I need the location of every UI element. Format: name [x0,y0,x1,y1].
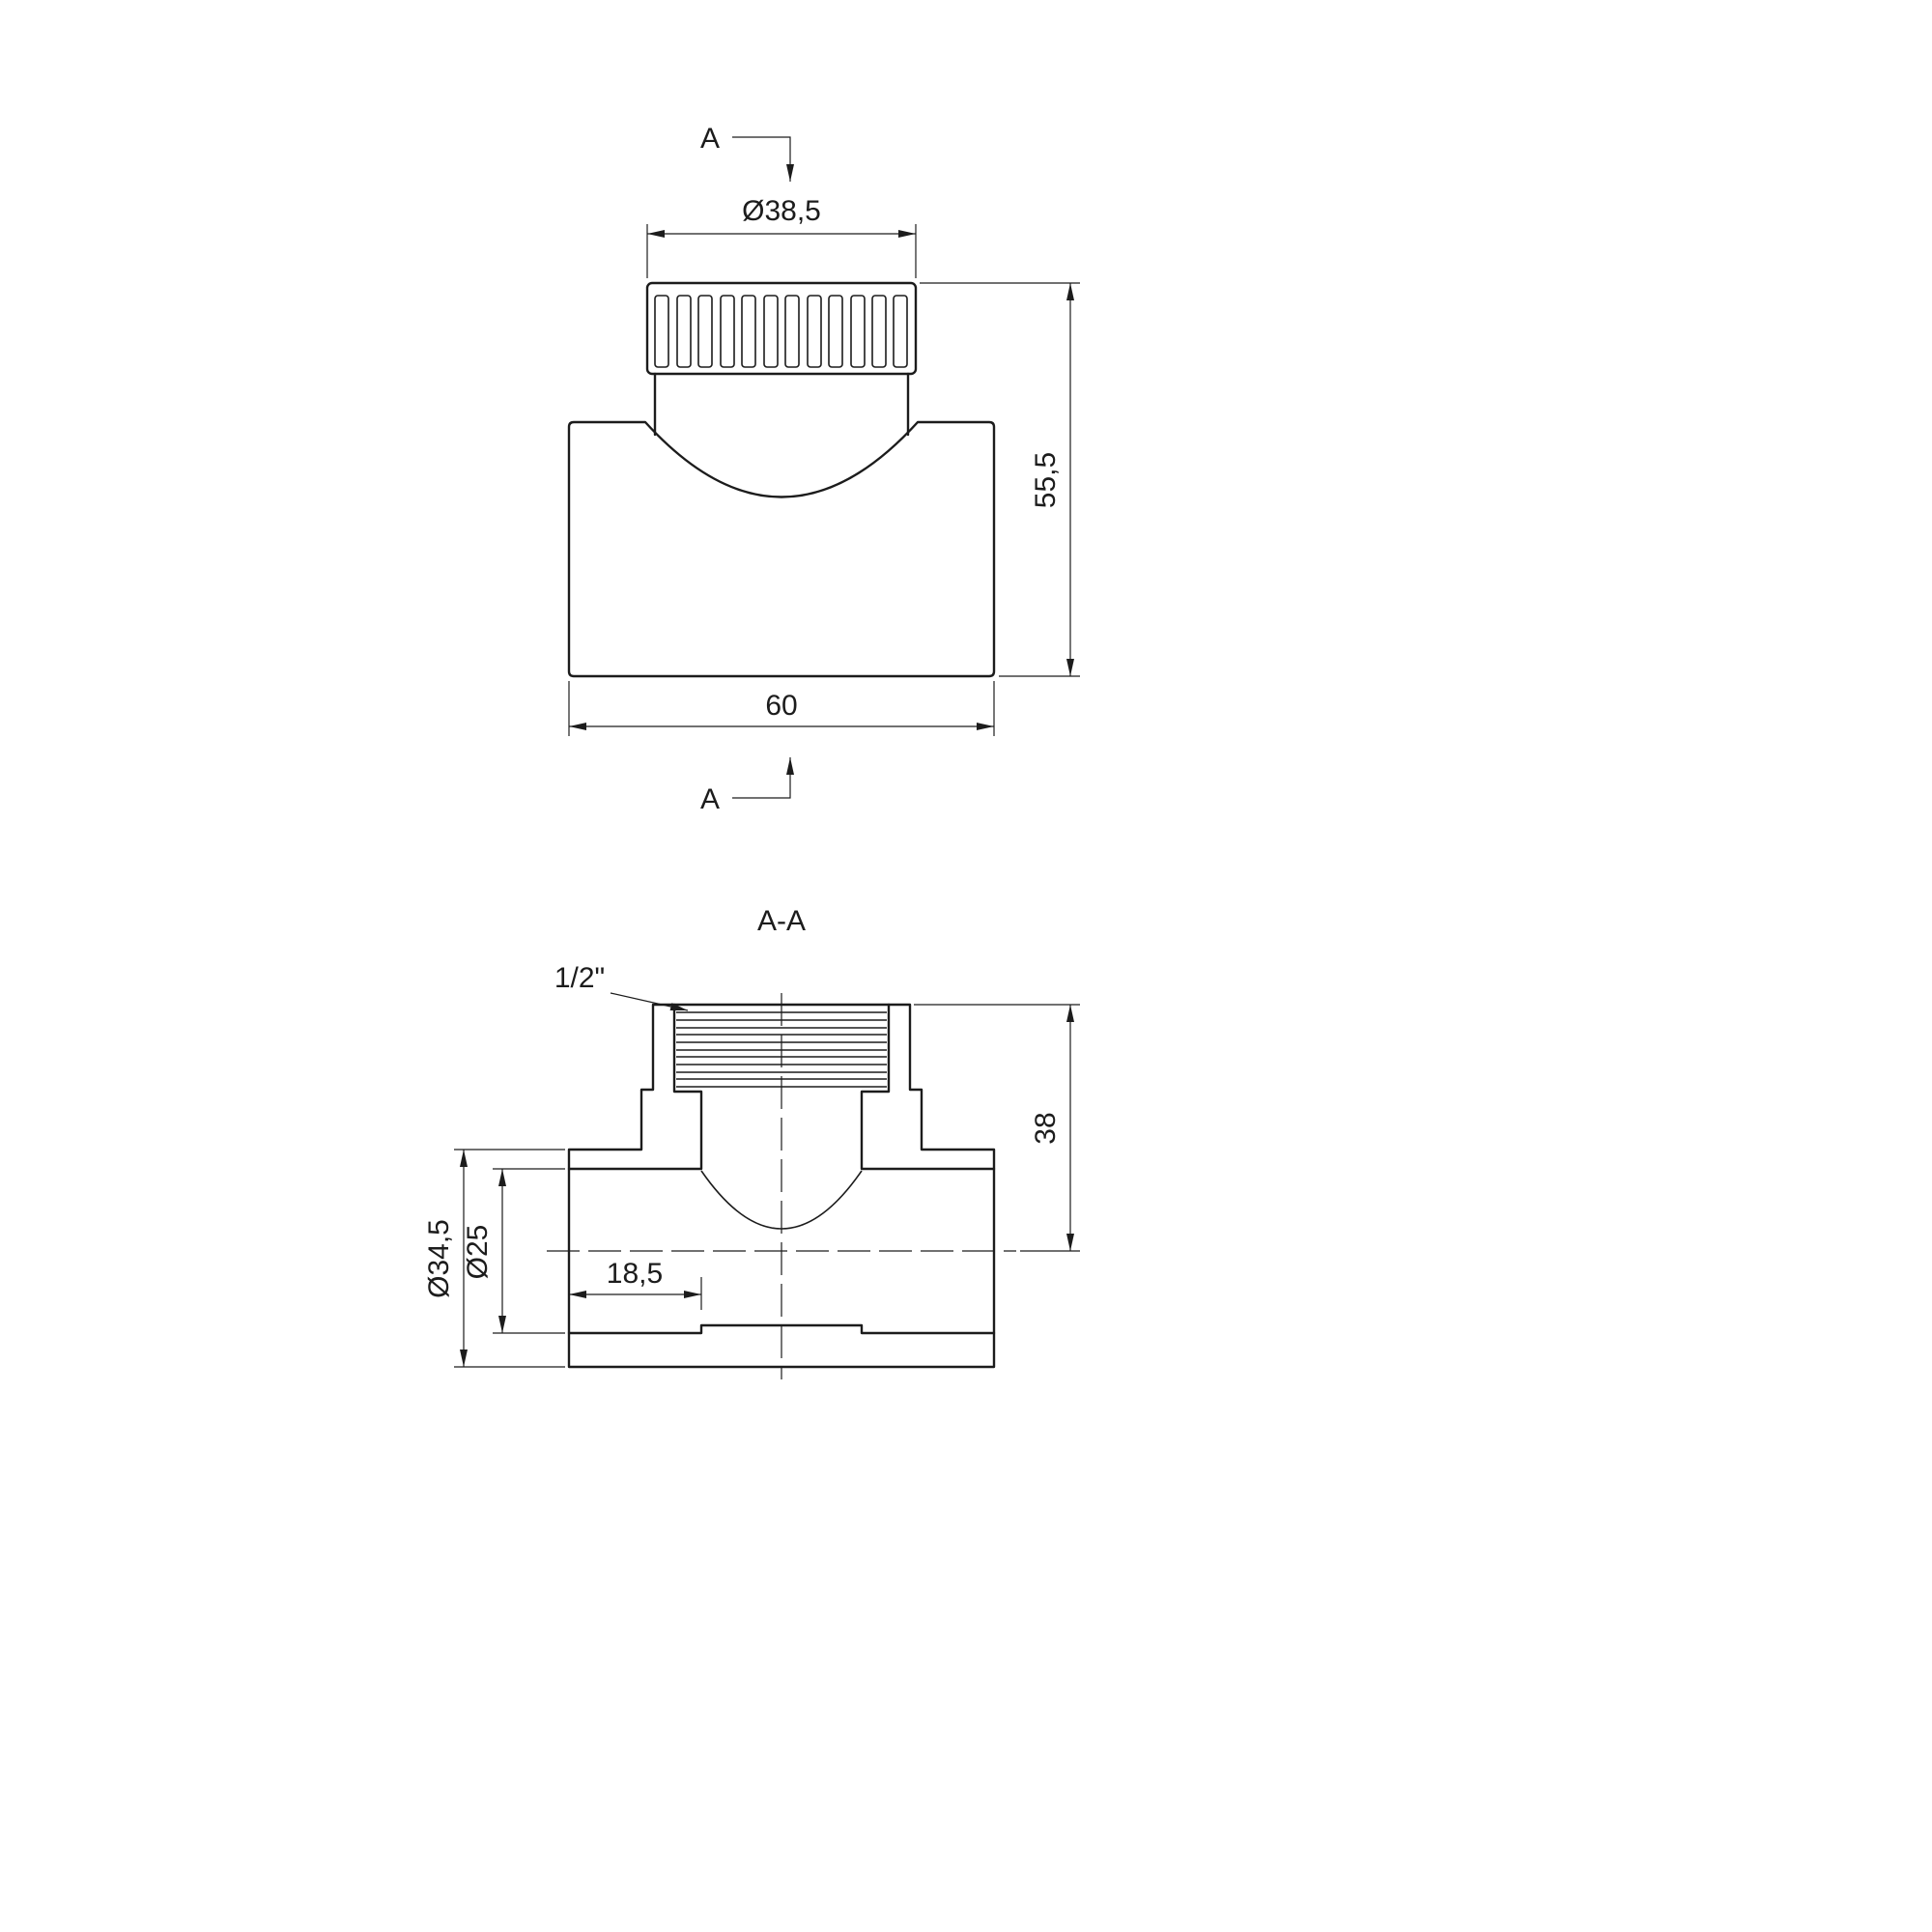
cap-rib [871,295,887,368]
section-material-bottom [567,1323,996,1369]
section-marker-bottom: A [700,757,794,815]
dim-height-label: 55,5 [1030,452,1062,508]
section-title: A-A [757,905,806,937]
dim-branch-height: 38 [914,1004,1080,1252]
cap-rib [807,295,822,368]
branch-neck [653,372,910,437]
cap-outline [645,281,918,376]
section-arrow-top [732,136,794,182]
dim-socket-depth-label: 18,5 [607,1258,663,1290]
cap-rib [893,295,908,368]
knurled-cap [645,281,918,376]
section-letter-top: A [700,123,720,155]
cap-rib [720,295,735,368]
dim-width-label: 60 [765,690,797,722]
cap-rib [654,295,669,368]
cap-rib [676,295,692,368]
section-letter-bottom: A [700,783,720,815]
dim-bore-diameter-label: Ø25 [462,1225,494,1280]
dim-outer-diameter: Ø34,5 [423,1149,565,1368]
dim-socket-depth: 18,5 [569,1258,702,1310]
dim-branch-height-label: 38 [1030,1112,1062,1144]
cap-rib [763,295,779,368]
cap-rib [850,295,866,368]
section-view: A-A 1/2" [423,905,1080,1379]
cap-rib [741,295,756,368]
cap-rib [828,295,843,368]
cap-rib [697,295,713,368]
front-view: A Ø38,5 [567,123,1080,815]
thread-size-label: 1/2" [554,962,605,994]
dim-width: 60 [568,681,995,736]
dim-outer-diameter-label: Ø34,5 [423,1219,455,1298]
dim-cap-diameter: Ø38,5 [646,195,917,278]
dim-cap-diameter-label: Ø38,5 [742,195,821,227]
dim-height: 55,5 [920,282,1080,677]
section-marker-top: A [700,123,794,182]
cap-rib [784,295,800,368]
section-arrow-bottom [732,757,794,799]
dim-bore-diameter: Ø25 [462,1168,565,1334]
thread-callout: 1/2" [554,962,689,1011]
leader-line [610,992,689,1011]
tee-body-outline [567,420,996,678]
